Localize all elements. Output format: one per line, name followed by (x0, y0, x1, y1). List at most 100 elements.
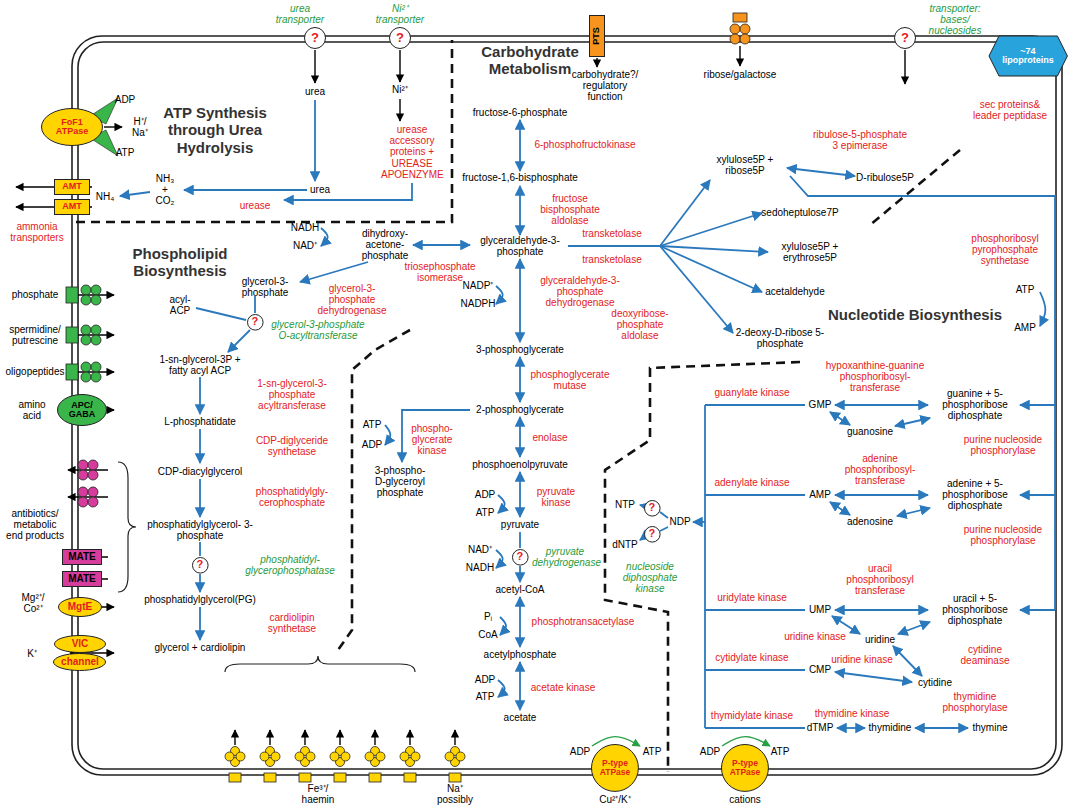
metabolite-label: NADP⁺ (463, 280, 494, 291)
metabolite-label: CDP-diacylglycerol (158, 466, 242, 477)
node-shape (63, 550, 102, 565)
metabolite-label: carbohydrate?/ regulatory function (565, 69, 645, 103)
node-label: P-type ATPase (728, 759, 762, 777)
region-heading: ATP Synthesis through Urea Hydrolysis (158, 104, 273, 156)
node-shape (54, 654, 106, 671)
metabolite-label: oligopeptides (6, 366, 65, 377)
metabolite-label: xylulose5P + erythrose5P (773, 241, 848, 263)
region-heading: Phospholipid Biosynthesis (125, 245, 235, 280)
metabolite-label: ADP (570, 746, 591, 757)
node-shape (989, 36, 1067, 76)
node-shape (55, 200, 90, 215)
reaction-arrow (519, 532, 521, 548)
metabolite-label: AMP (809, 489, 831, 500)
reaction-arrow (893, 646, 922, 676)
abc-transporter-box (733, 13, 747, 22)
node-label: APC/ GABA (66, 401, 98, 420)
node-shape (722, 745, 769, 792)
metabolite-label: fructose-1,6-bisphosphate (462, 172, 578, 183)
reaction-arrow (693, 521, 705, 523)
enzyme-label: purine nucleoside phosphorylase (961, 434, 1046, 456)
metabolite-label: Na⁺ possibly (433, 783, 478, 805)
metabolite-label: thymidine (869, 722, 912, 733)
reaction-arrow (234, 730, 235, 745)
putative-enzyme-label: phosphatidyl- glycerophosphatase (243, 554, 338, 576)
node-label: AMT (62, 182, 82, 191)
metabolite-label: amino acid (17, 399, 47, 421)
transporter-subunit (456, 752, 465, 761)
atpase-symbol: P-type ATPase (721, 744, 769, 792)
transporter-subunit (81, 295, 91, 305)
reaction-arrow (705, 494, 805, 496)
putative-enzyme-label: transporter: bases/ nucleosides (920, 3, 990, 37)
metabolite-label: AMP (1014, 322, 1036, 333)
metabolite-label: adenosine (847, 516, 893, 527)
node-label: ? (311, 31, 319, 45)
enzyme-label: thymidylate kinase (711, 710, 793, 721)
reaction-arrow (830, 412, 850, 425)
reaction-arrow (704, 405, 706, 728)
bracket (225, 656, 415, 672)
transporter-subunit (88, 497, 98, 507)
transporter-subunit (236, 752, 245, 761)
reaction-arrow (519, 120, 521, 171)
region-heading: Carbohydrate Metabolism (475, 43, 585, 78)
enzyme-label: triosephosphate isomerase (400, 261, 480, 283)
metabolite-label: spermidine/ putrescine (7, 324, 63, 346)
reaction-arrow (660, 527, 668, 531)
transporter-subunit (260, 752, 269, 761)
transporter-subunit (91, 335, 101, 345)
transporter-subunit (365, 752, 374, 761)
transporter-subunit (81, 285, 91, 295)
transporter-glyph (295, 747, 315, 767)
node-shape (58, 395, 107, 426)
reaction-arrow (454, 730, 455, 745)
reaction-arrow (835, 404, 928, 406)
reaction-arrow (199, 429, 201, 463)
metabolite-label: phosphatidylglycerol- 3-phosphate (145, 519, 255, 541)
reaction-arrow (895, 418, 930, 426)
transporter-subunit (445, 752, 454, 761)
metabolite-label: NAD⁺ (293, 240, 317, 251)
transporter-subunit (88, 487, 98, 497)
metabolite-label: 2-deoxy-D-ribose 5-phosphate (735, 327, 825, 349)
reaction-arrow (498, 680, 505, 697)
metabolite-label: CoA (478, 629, 497, 640)
abc-transporter-box (449, 773, 461, 782)
enzyme-label: acetate kinase (531, 682, 596, 693)
metabolite-label: NTP (615, 499, 635, 510)
abc-transporter-box (264, 773, 276, 782)
transporter-subunit (81, 325, 91, 335)
enzyme-label: CDP-diglyceride synthetase (247, 435, 337, 457)
transporter-symbol: ? (389, 27, 411, 49)
abc-transporter-box (66, 327, 78, 343)
enzyme-label: deoxyribose-phosphate aldolase (605, 308, 675, 342)
reaction-arrow (120, 192, 150, 196)
node-label: channel (61, 657, 99, 668)
reaction-arrow (496, 286, 503, 304)
transporter-subunit (78, 470, 88, 480)
metabolite-label: L-phosphatidate (164, 416, 236, 427)
reaction-arrow (339, 730, 340, 745)
metabolite-label: acetate (504, 712, 537, 723)
node-label: ? (649, 502, 656, 514)
pts-transporter: PTS (589, 15, 605, 57)
enzyme-label: thymidine kinase (815, 708, 889, 719)
node-shape (305, 28, 326, 49)
reaction-arrow (835, 494, 928, 496)
reaction-arrow (228, 330, 250, 352)
enzyme-label: uridine kinase (831, 654, 893, 665)
metabolite-label: ADP (475, 489, 496, 500)
node-shape (895, 28, 916, 49)
metabolite-label: ATP (476, 691, 495, 702)
reaction-arrow (199, 542, 201, 556)
metabolite-label: phosphate (12, 289, 59, 300)
unknown-enzyme-symbol: ? (644, 526, 661, 543)
metabolite-label: Pᵢ (484, 611, 492, 622)
reaction-arrow (199, 574, 201, 592)
metabolite-label: ADP (362, 439, 383, 450)
reaction-arrow (837, 727, 865, 729)
transporter-subunit (740, 34, 750, 44)
transporter-subunit (91, 362, 101, 372)
reaction-arrow (660, 246, 733, 333)
